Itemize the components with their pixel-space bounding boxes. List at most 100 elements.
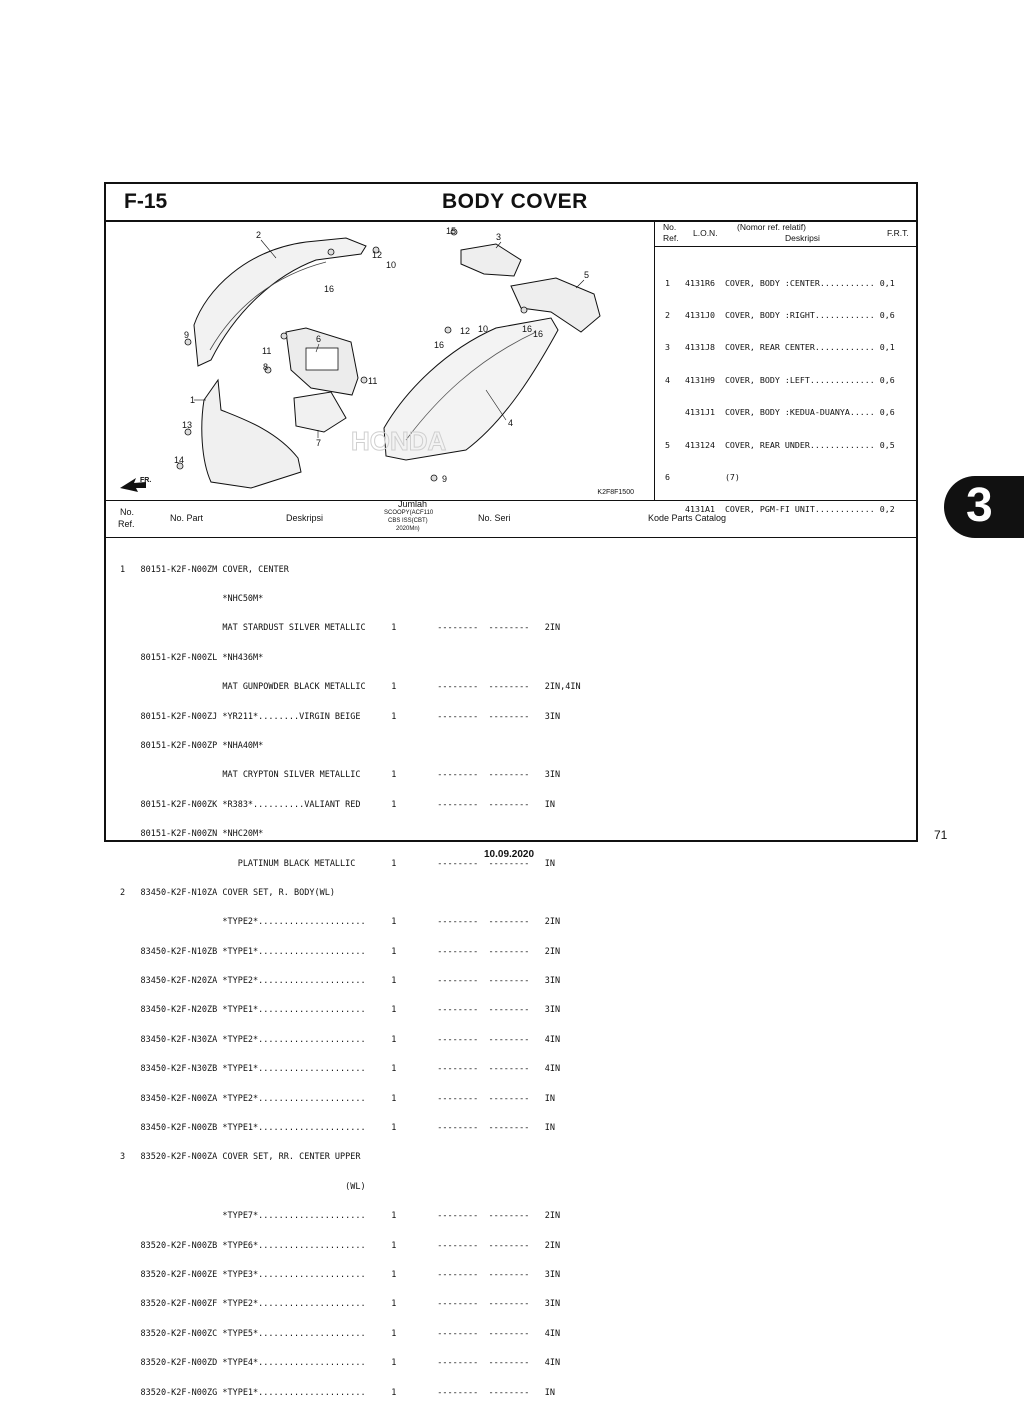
- diagram-code: K2F8F1500: [597, 489, 634, 496]
- parts-row: 83520-K2F-N00ZB *TYPE6*.................…: [120, 1240, 561, 1251]
- parts-row: 83450-K2F-N00ZA *TYPE2*.................…: [120, 1093, 555, 1104]
- part-4-contour: [405, 331, 537, 441]
- exploded-parts-diagram: HONDA FR.: [106, 220, 655, 500]
- reference-panel: No. Ref. L.O.N. (Nomor ref. relatif) Des…: [655, 220, 916, 514]
- svg-text:1: 1: [190, 395, 195, 405]
- col-deskripsi: Deskripsi: [286, 513, 324, 523]
- parts-row: 83450-K2F-N30ZB *TYPE1*.................…: [120, 1064, 561, 1075]
- parts-row: 83450-K2F-N00ZB *TYPE1*.................…: [120, 1123, 555, 1134]
- print-date: 10.09.2020: [484, 849, 535, 860]
- svg-text:10: 10: [386, 260, 396, 270]
- ref-row: 4 4131H9 COVER, BODY :LEFT............. …: [665, 374, 895, 385]
- col-catalog: Kode Parts Catalog: [648, 513, 727, 523]
- col-model-2: CBS ISS(CBT): [388, 518, 428, 524]
- svg-text:10: 10: [478, 324, 488, 334]
- exploded-view-illustration: HONDA FR.: [120, 226, 601, 492]
- part-7-shape: [293, 391, 347, 433]
- svg-text:11: 11: [262, 346, 271, 356]
- section-tab: 3: [944, 476, 1024, 538]
- ref-row: 2 4131J0 COVER, BODY :RIGHT............ …: [665, 309, 895, 320]
- ref-row: 3 4131J8 COVER, REAR CENTER............ …: [665, 342, 895, 353]
- ref-col-desc: Deskripsi: [785, 233, 820, 243]
- svg-text:12: 12: [460, 326, 470, 336]
- svg-text:16: 16: [522, 324, 532, 334]
- parts-list: 1 80151-K2F-N00ZM COVER, CENTER *NHC50M*…: [120, 546, 581, 1418]
- svg-text:9: 9: [442, 474, 447, 484]
- svg-text:15: 15: [446, 226, 456, 236]
- parts-row: 83520-K2F-N00ZF *TYPE2*.................…: [120, 1299, 561, 1310]
- callout-labels: 1 2 3 4 5 6 7 8 9 9 11 11 12 12 13 14 15…: [174, 226, 589, 484]
- part-2-shape: [193, 237, 367, 367]
- brand-watermark: HONDA: [351, 426, 447, 456]
- col-no: No.: [120, 507, 135, 517]
- svg-text:3: 3: [496, 232, 501, 242]
- parts-row: 83450-K2F-N10ZB *TYPE1*.................…: [120, 946, 561, 957]
- parts-row: 80151-K2F-N00ZL *NH436M*: [120, 652, 264, 663]
- reference-header: No. Ref. L.O.N. (Nomor ref. relatif) Des…: [655, 220, 916, 247]
- col-jumlah: Jumlah: [398, 499, 428, 509]
- svg-text:12: 12: [372, 250, 382, 260]
- parts-row: *TYPE2*..................... 1 -------- …: [120, 917, 561, 928]
- parts-row: 80151-K2F-N00ZK *R383*..........VALIANT …: [120, 799, 555, 810]
- svg-text:16: 16: [324, 284, 334, 294]
- ref-row: 4131A1 COVER, PGM-FI UNIT............ 0,…: [665, 504, 895, 515]
- svg-text:16: 16: [434, 340, 444, 350]
- page-header: F-15 BODY COVER: [106, 184, 916, 222]
- parts-row: 3 83520-K2F-N00ZA COVER SET, RR. CENTER …: [120, 1152, 361, 1163]
- svg-text:11: 11: [368, 376, 377, 386]
- col-no-seri: No. Seri: [478, 513, 511, 523]
- ref-col-lon: L.O.N.: [693, 228, 718, 238]
- parts-row: 83520-K2F-N00ZE *TYPE3*.................…: [120, 1269, 561, 1280]
- front-arrow-icon: FR.: [120, 477, 151, 492]
- svg-text:6: 6: [316, 334, 321, 344]
- ref-col-no: No.: [663, 222, 677, 232]
- svg-text:16: 16: [533, 329, 543, 339]
- reference-list: 1 4131R6 COVER, BODY :CENTER........... …: [665, 256, 895, 537]
- part-6-window: [305, 347, 339, 371]
- parts-row: PLATINUM BLACK METALLIC 1 -------- -----…: [120, 858, 555, 869]
- svg-text:4: 4: [508, 418, 513, 428]
- col-model-1: SCOOPY(ACF110: [384, 510, 434, 516]
- svg-text:9: 9: [184, 330, 189, 340]
- col-no-part: No. Part: [170, 513, 204, 523]
- ref-col-frt: F.R.T.: [887, 228, 909, 238]
- parts-row: 2 83450-K2F-N10ZA COVER SET, R. BODY(WL): [120, 887, 335, 898]
- fasteners: [176, 228, 528, 482]
- col-model-3: 2020Mn): [396, 526, 420, 532]
- parts-row: 80151-K2F-N00ZP *NHA40M*: [120, 740, 264, 751]
- svg-text:13: 13: [182, 420, 192, 430]
- part-3-shape: [460, 243, 522, 277]
- parts-row: 83520-K2F-N00ZC *TYPE5*.................…: [120, 1328, 561, 1339]
- parts-row: 83450-K2F-N30ZA *TYPE2*.................…: [120, 1034, 561, 1045]
- page-title: BODY COVER: [442, 190, 588, 213]
- parts-row: 83450-K2F-N20ZA *TYPE2*.................…: [120, 976, 561, 987]
- parts-row: *NHC50M*: [120, 593, 264, 604]
- col-ref: Ref.: [118, 519, 135, 529]
- parts-row: MAT STARDUST SILVER METALLIC 1 -------- …: [120, 623, 561, 634]
- parts-row: 83520-K2F-N00ZD *TYPE4*.................…: [120, 1358, 561, 1369]
- svg-text:5: 5: [584, 270, 589, 280]
- page-number: 71: [934, 828, 948, 842]
- svg-text:2: 2: [256, 230, 261, 240]
- ref-row: 6 (7): [665, 471, 740, 482]
- svg-text:14: 14: [174, 455, 184, 465]
- part-1-shape: [201, 378, 302, 489]
- parts-row: 83450-K2F-N20ZB *TYPE1*.................…: [120, 1005, 561, 1016]
- parts-table-header: No. Ref. No. Part Deskripsi Jumlah SCOOP…: [106, 499, 916, 538]
- callout-leaders: [194, 239, 585, 438]
- parts-row: 80151-K2F-N00ZN *NHC20M*: [120, 829, 264, 840]
- figure-code: F-15: [124, 190, 168, 213]
- parts-row: 80151-K2F-N00ZJ *YR211*........VIRGIN BE…: [120, 711, 561, 722]
- parts-row: MAT GUNPOWDER BLACK METALLIC 1 -------- …: [120, 682, 581, 693]
- svg-text:FR.: FR.: [140, 477, 151, 484]
- catalog-page-frame: F-15 BODY COVER HONDA: [104, 182, 918, 1397]
- part-2-inner-edge: [209, 261, 327, 351]
- parts-row: MAT CRYPTON SILVER METALLIC 1 -------- -…: [120, 770, 561, 781]
- ref-row: 5 413124 COVER, REAR UNDER............. …: [665, 439, 895, 450]
- ref-row: 4131J1 COVER, BODY :KEDUA-DUANYA..... 0,…: [665, 407, 895, 418]
- svg-text:7: 7: [316, 438, 321, 448]
- part-4-shape: [383, 317, 559, 461]
- parts-row: 1 80151-K2F-N00ZM COVER, CENTER: [120, 564, 289, 575]
- ref-col-desc-top: (Nomor ref. relatif): [737, 222, 806, 232]
- ref-row: 1 4131R6 COVER, BODY :CENTER........... …: [665, 277, 895, 288]
